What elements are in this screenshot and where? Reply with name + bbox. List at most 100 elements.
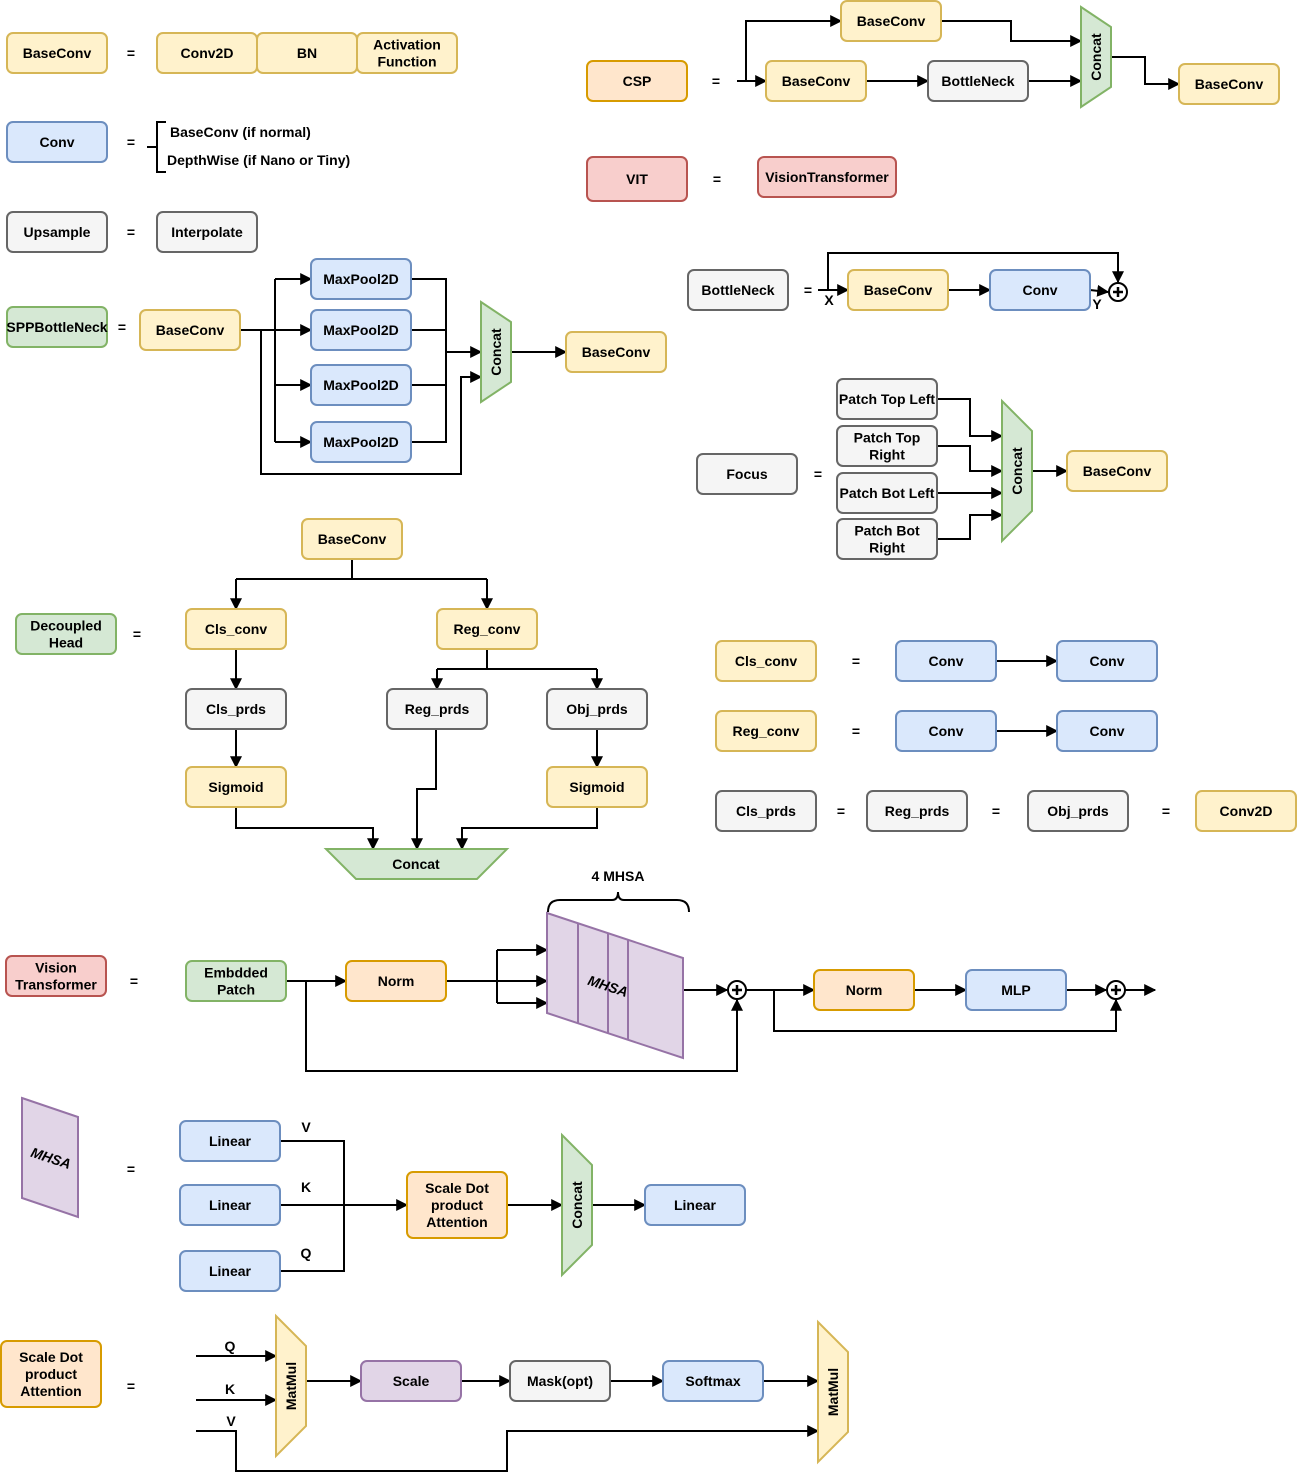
head-concat-label: Concat bbox=[392, 856, 440, 872]
sdpa-q-label: Q bbox=[225, 1338, 236, 1354]
prds-conv2d-box bbox=[1195, 790, 1297, 832]
prds-obj-box bbox=[1027, 790, 1129, 832]
conv2d-box-label: Conv2D bbox=[181, 45, 234, 61]
focus-def-lhs-label: Focus bbox=[726, 466, 767, 482]
equals-sign: = bbox=[852, 653, 860, 669]
conv-def-lhs bbox=[6, 121, 108, 163]
softmax-box-label: Softmax bbox=[685, 1373, 740, 1389]
visiontransformer-box-label: VisionTransformer bbox=[765, 169, 889, 185]
q-label: Q bbox=[301, 1245, 312, 1261]
csp-output-box bbox=[1178, 63, 1280, 105]
scale-box bbox=[360, 1360, 462, 1402]
head-reg-conv-box-label: Reg_conv bbox=[454, 621, 521, 637]
linear-k-box-label: Linear bbox=[209, 1197, 252, 1213]
equals-sign: = bbox=[713, 171, 721, 187]
spp-def-lhs-label: SPPBottleNeck bbox=[6, 319, 107, 335]
equals-sign: = bbox=[133, 626, 141, 642]
bn-box-label: BN bbox=[297, 45, 317, 61]
head-concat-shape bbox=[323, 848, 510, 880]
maxpool-box-1 bbox=[310, 258, 412, 300]
patch-top-left-box-label: Patch Top Left bbox=[839, 391, 936, 407]
bottleneck-def-lhs bbox=[687, 269, 789, 311]
head-sigmoid-obj-box-label: Sigmoid bbox=[569, 779, 624, 795]
head-cls-conv-box bbox=[185, 608, 287, 650]
vt-norm-2-box bbox=[813, 969, 915, 1011]
head-reg-conv-box bbox=[436, 608, 538, 650]
linear-q-box-label: Linear bbox=[209, 1263, 252, 1279]
linear-v-box-label: Linear bbox=[209, 1133, 252, 1149]
reg-conv-part-1-label: Conv bbox=[929, 723, 964, 739]
cls-conv-part-1 bbox=[895, 640, 997, 682]
csp-concat-label: Concat bbox=[1088, 33, 1104, 81]
interpolate-box bbox=[156, 211, 258, 253]
bottleneck-conv-box-label: Conv bbox=[1023, 282, 1058, 298]
equals-sign: = bbox=[804, 282, 812, 298]
csp-bottom-box-label: BaseConv bbox=[782, 73, 851, 89]
matmul-2-label: MatMul bbox=[825, 1368, 841, 1416]
csp-def-lhs-label: CSP bbox=[623, 73, 652, 89]
conv-def-lhs-label: Conv bbox=[40, 134, 75, 150]
patch-top-left-box bbox=[836, 378, 938, 420]
vt-norm-1-box bbox=[345, 960, 447, 1002]
mhsa-sdpa-box bbox=[406, 1171, 508, 1239]
spp-input-box bbox=[139, 309, 241, 351]
head-cls-conv-box-label: Cls_conv bbox=[205, 621, 267, 637]
prds-conv2d-box-label: Conv2D bbox=[1220, 803, 1273, 819]
bottleneck-conv-box bbox=[989, 269, 1091, 311]
connectors bbox=[147, 15, 1181, 1472]
cls-conv-def-lhs-label: Cls_conv bbox=[735, 653, 797, 669]
head-sigmoid-cls-box bbox=[185, 766, 287, 808]
equals-sign: = bbox=[837, 803, 845, 819]
spp-output-box-label: BaseConv bbox=[582, 344, 651, 360]
head-obj-prds-box-label: Obj_prds bbox=[566, 701, 628, 717]
mhsa-symbol-shape bbox=[21, 1096, 79, 1219]
head-sigmoid-obj-box bbox=[546, 766, 648, 808]
conv-option-depthwise: DepthWise (if Nano or Tiny) bbox=[167, 152, 350, 168]
head-reg-prds-box bbox=[386, 688, 488, 730]
cls-conv-part-2 bbox=[1056, 640, 1158, 682]
csp-concat-shape bbox=[1080, 5, 1112, 109]
head-cls-prds-box bbox=[185, 688, 287, 730]
focus-concat-shape bbox=[1001, 398, 1033, 544]
prds-cls-box bbox=[715, 790, 817, 832]
vit-def-lhs bbox=[586, 156, 688, 202]
patch-top-right-box bbox=[836, 425, 938, 467]
vt-mlp-box bbox=[965, 969, 1067, 1011]
baseconv-def-lhs bbox=[6, 32, 108, 74]
focus-def-lhs bbox=[696, 453, 798, 495]
head-obj-prds-box bbox=[546, 688, 648, 730]
equals-sign: = bbox=[127, 1378, 135, 1394]
head-input-box bbox=[301, 518, 403, 560]
reg-conv-part-2-label: Conv bbox=[1090, 723, 1125, 739]
circle-plus-icon bbox=[727, 980, 747, 1000]
bottleneck-baseconv-box-label: BaseConv bbox=[864, 282, 933, 298]
vit-def-lhs-label: VIT bbox=[626, 171, 648, 187]
sdpa-v-label: V bbox=[226, 1413, 236, 1429]
spp-input-box-label: BaseConv bbox=[156, 322, 225, 338]
sdpa-k-label: K bbox=[225, 1381, 235, 1397]
prds-cls-box-label: Cls_prds bbox=[736, 803, 796, 819]
visiontransformer-box bbox=[757, 156, 897, 198]
equals-sign: = bbox=[712, 73, 720, 89]
upsample-def-lhs-label: Upsample bbox=[24, 224, 91, 240]
cls-conv-part-2-label: Conv bbox=[1090, 653, 1125, 669]
prds-reg-box-label: Reg_prds bbox=[885, 803, 950, 819]
head-reg-prds-box-label: Reg_prds bbox=[405, 701, 470, 717]
conv-option-normal: BaseConv (if normal) bbox=[170, 124, 311, 140]
head-input-box-label: BaseConv bbox=[318, 531, 387, 547]
head-sigmoid-cls-box-label: Sigmoid bbox=[208, 779, 263, 795]
v-label: V bbox=[301, 1119, 311, 1135]
linear-q-box bbox=[179, 1250, 281, 1292]
baseconv-def-lhs-label: BaseConv bbox=[23, 45, 92, 61]
circle-plus-icon bbox=[1106, 980, 1126, 1000]
equals-sign: = bbox=[127, 224, 135, 240]
equals-sign: = bbox=[118, 319, 126, 335]
csp-bottom-box bbox=[765, 60, 867, 102]
cls-conv-part-1-label: Conv bbox=[929, 653, 964, 669]
csp-bottleneck-box bbox=[927, 60, 1029, 102]
